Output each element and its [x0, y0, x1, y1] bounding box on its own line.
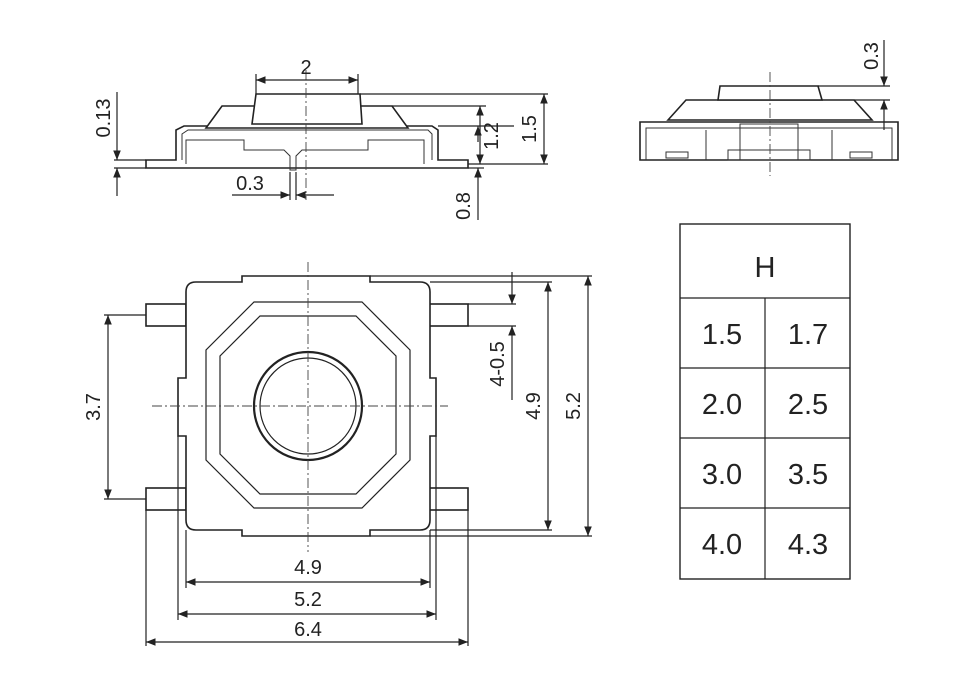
side2-frame-inner [645, 127, 893, 160]
side2-walls [705, 123, 833, 160]
top-view: 3.7 4-0.5 4.9 5.2 4.9 5.2 6.4 [83, 262, 592, 646]
table-cell: 2.5 [788, 389, 828, 421]
side2-base [639, 121, 899, 161]
dim-cap-offset: 0.3 [861, 42, 883, 70]
side-base-outline [145, 125, 469, 169]
dim-lead-width: 0.3 [236, 173, 264, 195]
dim-total-height: 1.5 [519, 115, 541, 143]
cap-octagon-outer [205, 301, 411, 509]
side-view-left: 2 0.13 0.3 1.2 1.5 0.8 [93, 57, 548, 220]
table-cell: 3.0 [702, 459, 742, 491]
dim-width-inner: 4.9 [294, 557, 322, 579]
terminal-top-left [145, 303, 187, 327]
terminal-bottom-left [145, 487, 187, 511]
table-header: H [755, 252, 776, 284]
side2-pad-left [665, 151, 689, 159]
dim-base-height: 0.8 [453, 192, 475, 220]
side2-pad-right [849, 151, 873, 159]
terminal-bottom-right [427, 487, 469, 511]
dim-width-overall: 6.4 [294, 619, 322, 641]
table-cell: 3.5 [788, 459, 828, 491]
table-cell: 1.7 [788, 319, 828, 351]
side-body-line [185, 139, 425, 171]
dim-outer-length: 5.2 [563, 392, 585, 420]
table-cell: 2.0 [702, 389, 742, 421]
dim-body-height: 1.2 [481, 122, 503, 150]
dim-stem-width: 2 [300, 57, 311, 79]
table-cell: 4.0 [702, 529, 742, 561]
side-plunger [251, 93, 363, 125]
dim-flange-thickness: 0.13 [93, 99, 115, 138]
top-body-outline [177, 275, 437, 537]
table-cell: 1.5 [702, 319, 742, 351]
side-view-right: 0.3 [639, 40, 899, 176]
dim-inner-length: 4.9 [523, 392, 545, 420]
dim-width-outer: 5.2 [294, 589, 322, 611]
cap-octagon-inner [219, 315, 397, 495]
side2-slot [727, 149, 811, 161]
table-cell: 4.3 [788, 529, 828, 561]
dim-terminal-width: 4-0.5 [487, 341, 509, 387]
height-table: H 1.5 1.7 2.0 2.5 3.0 3.5 4.0 4.3 [679, 223, 851, 580]
side-frame-inner [181, 129, 433, 160]
dim-terminal-pitch: 3.7 [83, 393, 105, 421]
terminal-top-right [427, 303, 469, 327]
